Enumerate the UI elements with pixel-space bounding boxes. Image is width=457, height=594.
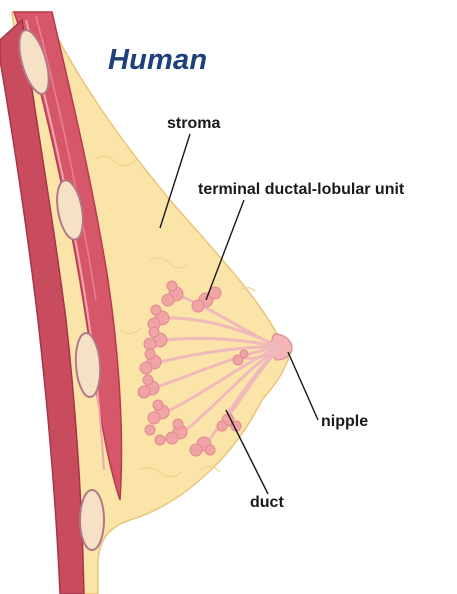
label-duct: duct xyxy=(250,494,284,512)
leader-nipple xyxy=(288,352,318,420)
label-nipple: nipple xyxy=(321,413,368,431)
label-stroma: stroma xyxy=(167,115,220,133)
label-terminal-ductal-lobular-unit: terminal ductal-lobular unit xyxy=(198,181,404,199)
rib xyxy=(80,490,104,550)
diagram-title: Human xyxy=(108,44,207,77)
